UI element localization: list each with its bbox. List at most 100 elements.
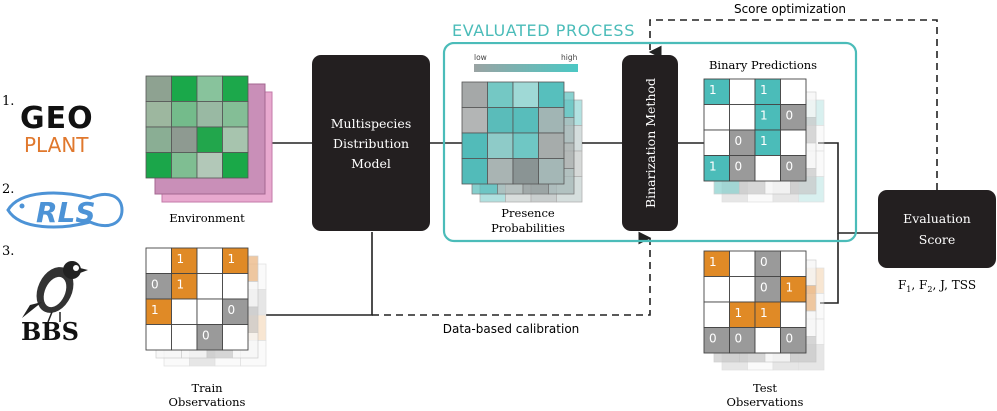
dataset-index-3: 3.: [2, 244, 14, 259]
pred-cell: [754, 104, 781, 131]
test-cell: [780, 327, 807, 354]
legend-high: high: [561, 53, 578, 62]
train-cell: [145, 324, 172, 351]
model-line1: Multispecies: [331, 116, 412, 131]
pred-cell: [780, 104, 807, 131]
env-cell: [171, 126, 198, 153]
dataset-index-2: 2.: [2, 182, 14, 197]
test-cell: [754, 327, 781, 354]
train-cell: [222, 273, 249, 300]
metrics-list: F1, F2, J, TSS: [898, 278, 976, 294]
rls-logo: RLS: [6, 191, 124, 229]
train-cell-value: 0: [151, 278, 159, 292]
train-to-model-line: [266, 232, 373, 316]
test-cell-value: 0: [709, 332, 717, 346]
train-cell-value: 1: [151, 303, 159, 317]
pred-cell: [703, 129, 730, 156]
test-cell-value: 1: [760, 306, 768, 320]
pred-cell: [754, 78, 781, 105]
env-cell: [196, 101, 223, 128]
bbs-logo: BBS: [21, 261, 88, 346]
probability-grid: [461, 81, 565, 185]
pred-cell-value: 1: [760, 134, 768, 148]
train-cell-value: 1: [228, 252, 236, 266]
dataset-index-1: 1.: [2, 94, 14, 109]
prob-label-line2: Probabilities: [491, 221, 565, 235]
evaluation-box-bg: [878, 190, 996, 268]
env-cell: [145, 126, 172, 153]
train-cell: [145, 247, 172, 274]
train-cell: [196, 247, 223, 274]
pred-cell: [754, 129, 781, 156]
pred-cell: [703, 104, 730, 131]
pred-cell: [729, 155, 756, 182]
prob-cell: [461, 81, 488, 108]
prob-cell: [461, 158, 488, 185]
model-box-bg: [312, 55, 430, 231]
test-cell: [729, 327, 756, 354]
environment-grid: [145, 75, 249, 179]
test-cell: [754, 301, 781, 328]
env-cell: [171, 101, 198, 128]
pred-cell: [780, 78, 807, 105]
binarization-box-bg: [622, 55, 678, 231]
binarization-box: Binarization Method: [622, 55, 678, 231]
pred-cell-value: 0: [786, 160, 794, 174]
prob-cell: [512, 158, 539, 185]
pred-cell: [703, 78, 730, 105]
pred-cell-value: 1: [709, 83, 717, 97]
prob-cell: [487, 158, 514, 185]
test-cell: [780, 301, 807, 328]
env-cell: [222, 152, 249, 179]
pred-cell: [729, 78, 756, 105]
prob-cell: [538, 158, 565, 185]
pred-cell-value: 1: [760, 109, 768, 123]
pred-cell: [780, 129, 807, 156]
test-cell-value: 0: [786, 332, 794, 346]
dashed-connectors: [372, 19, 938, 316]
prob-cell: [512, 81, 539, 108]
geoplant-logo: GEO PLANT: [20, 101, 94, 157]
model-box: Multispecies Distribution Model: [312, 55, 430, 231]
train-label-line2: Observations: [169, 395, 246, 409]
test-cell-value: 0: [735, 332, 743, 346]
prob-cell: [512, 107, 539, 134]
pred-cell-value: 0: [735, 134, 743, 148]
goldfinch-bird-icon: [22, 261, 88, 323]
train-cell-value: 1: [177, 278, 185, 292]
test-cell: [703, 327, 730, 354]
evaluation-line2: Score: [919, 232, 955, 247]
prob-cell: [538, 107, 565, 134]
train-cell: [145, 298, 172, 325]
geoplant-logo-word1: GEO: [20, 101, 94, 136]
dataset-list: 1. 2. 3. GEO PLANT RLS BBS: [2, 94, 124, 346]
train-cell: [145, 273, 172, 300]
prob-cell: [487, 107, 514, 134]
pred-cell-value: 0: [786, 109, 794, 123]
pred-cell: [754, 155, 781, 182]
prob-cell: [487, 81, 514, 108]
evaluation-line1: Evaluation: [903, 211, 971, 226]
binary-predictions-label: Binary Predictions: [709, 58, 817, 72]
train-cell-value: 0: [228, 303, 236, 317]
binarization-label: Binarization Method: [643, 78, 658, 208]
test-cell: [729, 301, 756, 328]
env-cell: [196, 152, 223, 179]
test-cell: [729, 250, 756, 277]
pred-cell: [729, 129, 756, 156]
test-cell: [754, 250, 781, 277]
legend-gradient-bar: [474, 64, 578, 72]
test-cell-value: 1: [786, 281, 794, 295]
train-cell: [222, 298, 249, 325]
train-label-line1: Train: [191, 381, 223, 395]
test-cell: [780, 250, 807, 277]
train-cell: [171, 273, 198, 300]
pred-cell-value: 1: [709, 160, 717, 174]
train-cell: [171, 324, 198, 351]
test-cell-value: 1: [735, 306, 743, 320]
train-cell: [171, 298, 198, 325]
env-cell: [196, 126, 223, 153]
